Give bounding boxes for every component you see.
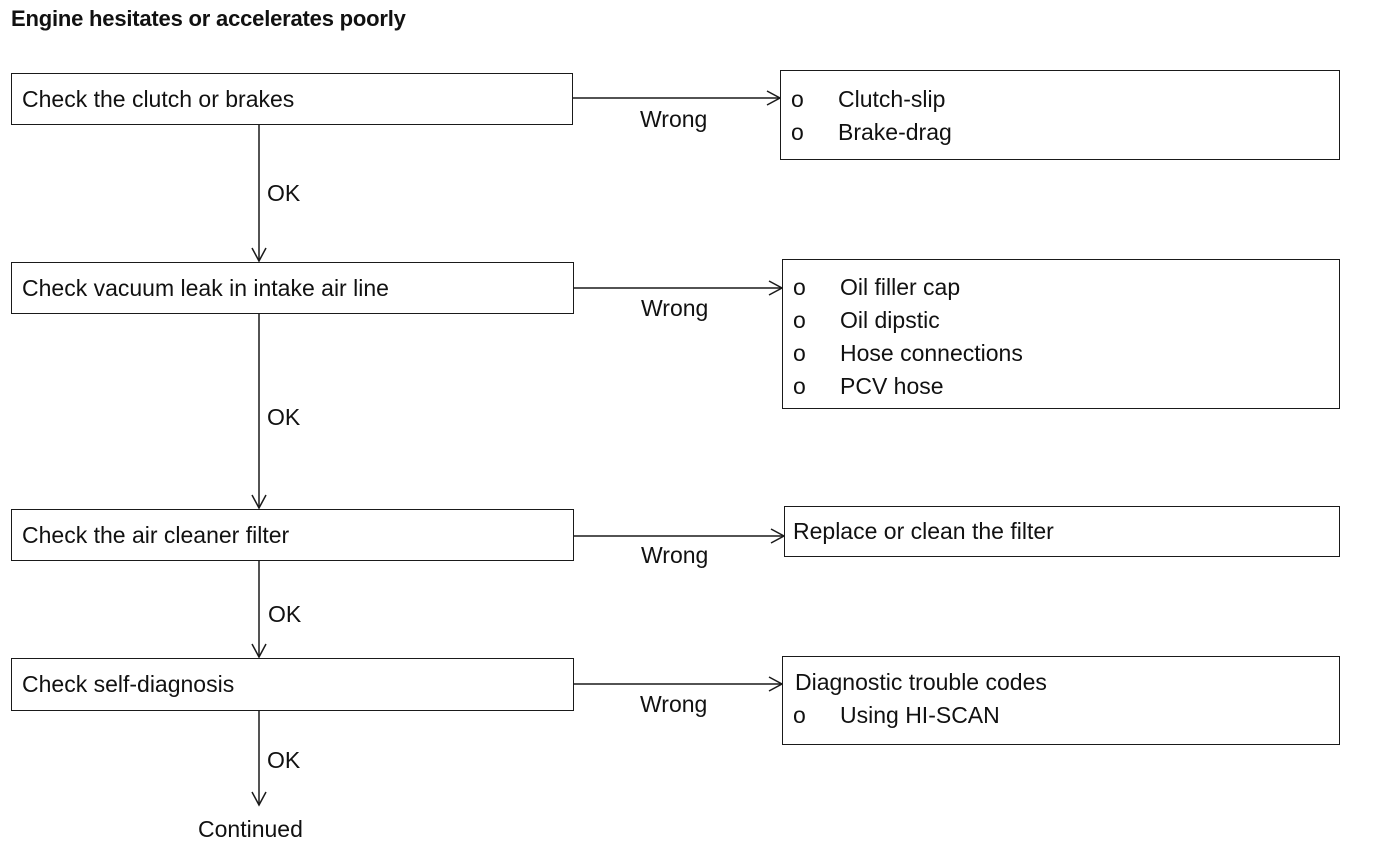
wrong-label: Wrong: [640, 691, 708, 717]
wrong-arrowhead-4: [768, 676, 784, 692]
ok-arrowhead-4: [251, 791, 267, 807]
result-item-text: Oil filler cap: [840, 274, 961, 300]
result-heading: Replace or clean the filter: [793, 518, 1054, 544]
check-box-clutch-brakes: Check the clutch or brakes: [11, 73, 573, 125]
wrong-label: Wrong: [641, 542, 709, 568]
result-item: o PCV hose: [793, 370, 1329, 403]
check-label: Check the air cleaner filter: [22, 521, 290, 548]
check-label: Check self-diagnosis: [22, 671, 235, 697]
check-box-self-diagnosis: Check self-diagnosis: [11, 658, 574, 711]
check-box-vacuum-leak: Check vacuum leak in intake air line: [11, 262, 574, 314]
wrong-label: Wrong: [640, 106, 708, 132]
ok-label: OK: [268, 601, 302, 627]
check-label: Check vacuum leak in intake air line: [22, 274, 389, 301]
result-item-text: Clutch-slip: [838, 86, 946, 112]
result-item: o Using HI-SCAN: [793, 699, 1329, 732]
result-item: o Oil dipstic: [793, 304, 1329, 337]
result-item-text: Oil dipstic: [840, 307, 940, 333]
result-item-text: Hose connections: [840, 340, 1023, 366]
bullet-marker: o: [793, 274, 806, 300]
continued-label: Continued: [198, 816, 303, 842]
ok-label: OK: [267, 404, 301, 430]
ok-arrowhead-1: [251, 247, 267, 263]
bullet-marker: o: [793, 340, 806, 366]
result-box-self-diagnosis: Diagnostic trouble codes o Using HI-SCAN: [782, 656, 1340, 745]
page-title: Engine hesitates or accelerates poorly: [11, 6, 406, 31]
bullet-marker: o: [793, 307, 806, 333]
wrong-label: Wrong: [641, 295, 709, 321]
check-box-air-cleaner: Check the air cleaner filter: [11, 509, 574, 561]
bullet-marker: o: [791, 86, 804, 112]
result-item: o Brake-drag: [791, 116, 1329, 149]
ok-arrowhead-3: [251, 643, 267, 659]
ok-arrowhead-2: [251, 494, 267, 510]
ok-label: OK: [267, 180, 301, 206]
bullet-marker: o: [791, 119, 804, 145]
result-item-text: Brake-drag: [838, 119, 952, 145]
bullet-marker: o: [793, 373, 806, 399]
wrong-arrowhead-2: [768, 280, 784, 296]
result-item-text: Using HI-SCAN: [840, 702, 1000, 728]
result-heading: Diagnostic trouble codes: [795, 669, 1047, 695]
result-item: o Hose connections: [793, 337, 1329, 370]
result-item: o Clutch-slip: [791, 83, 1329, 116]
result-box-clutch-brakes: o Clutch-slip o Brake-drag: [780, 70, 1340, 160]
bullet-marker: o: [793, 702, 806, 728]
result-item-text: PCV hose: [840, 373, 944, 399]
result-box-air-cleaner: Replace or clean the filter: [784, 506, 1340, 557]
wrong-arrowhead-1: [766, 90, 782, 106]
ok-label: OK: [267, 747, 301, 773]
result-box-vacuum-leak: o Oil filler cap o Oil dipstic o Hose co…: [782, 259, 1340, 409]
wrong-arrowhead-3: [770, 528, 786, 544]
result-item: o Oil filler cap: [793, 271, 1329, 304]
check-label: Check the clutch or brakes: [22, 85, 295, 112]
